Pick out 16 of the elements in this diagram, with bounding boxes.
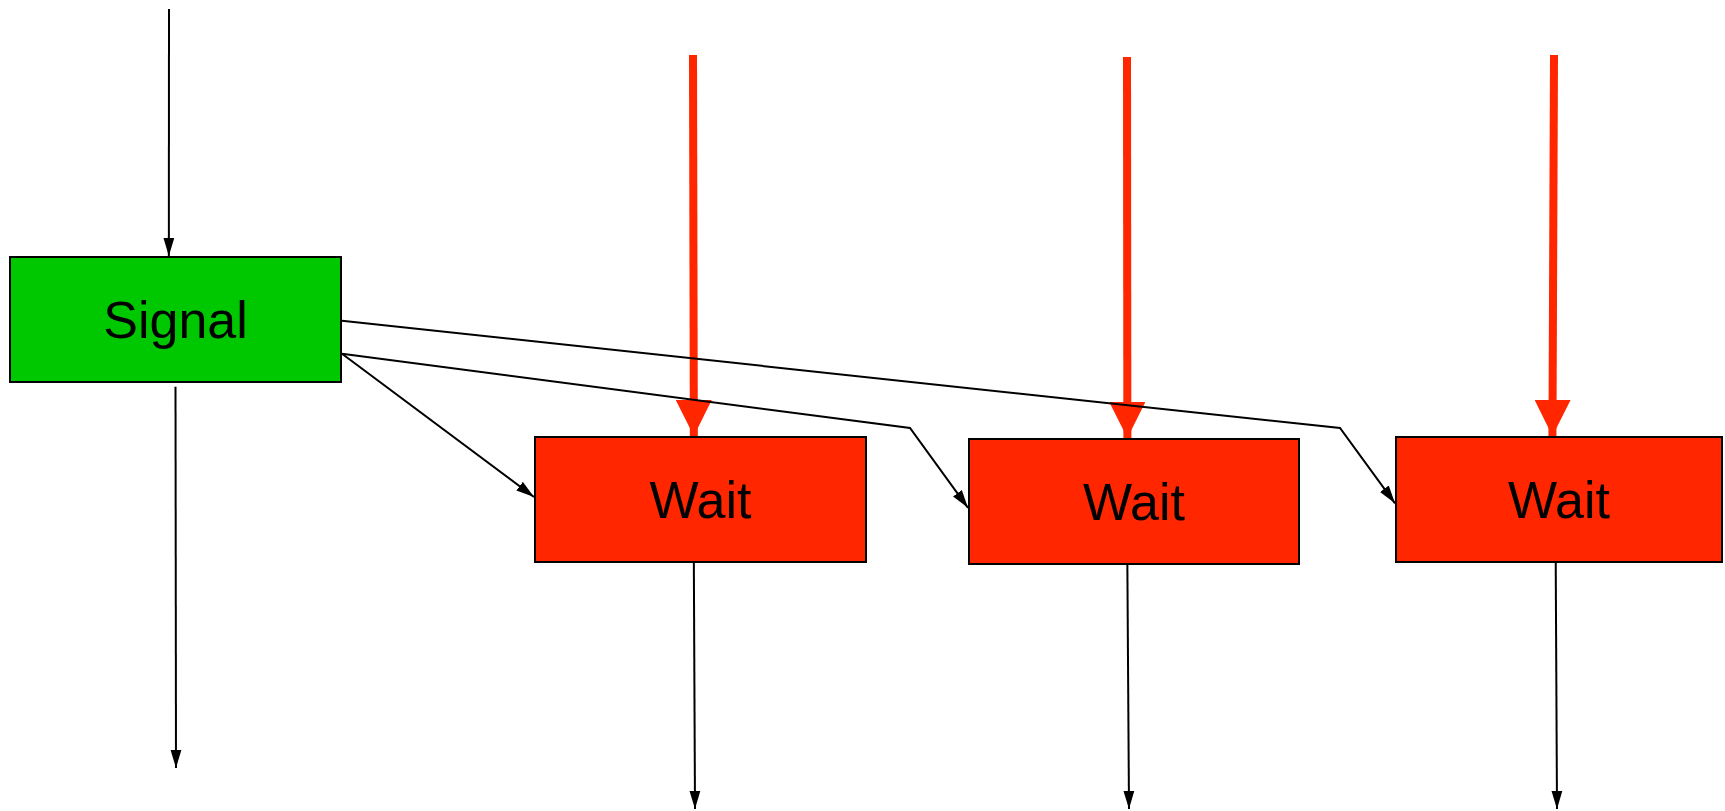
arrow (341, 352, 969, 509)
arrow (163, 8, 175, 257)
signal-box (9, 256, 342, 383)
node-label: Wait (1082, 471, 1186, 532)
node-label: Wait (1507, 469, 1611, 530)
wait-box (534, 436, 867, 563)
arrow (689, 562, 701, 810)
arrow (1551, 562, 1563, 810)
arrow (170, 385, 182, 769)
node-label: Wait (649, 469, 752, 530)
wait-box (968, 438, 1300, 565)
arrow (1123, 564, 1135, 810)
node-label: Signal (103, 289, 248, 350)
arrow (341, 352, 535, 498)
wait-box (1395, 436, 1723, 563)
arrow (341, 319, 1396, 505)
